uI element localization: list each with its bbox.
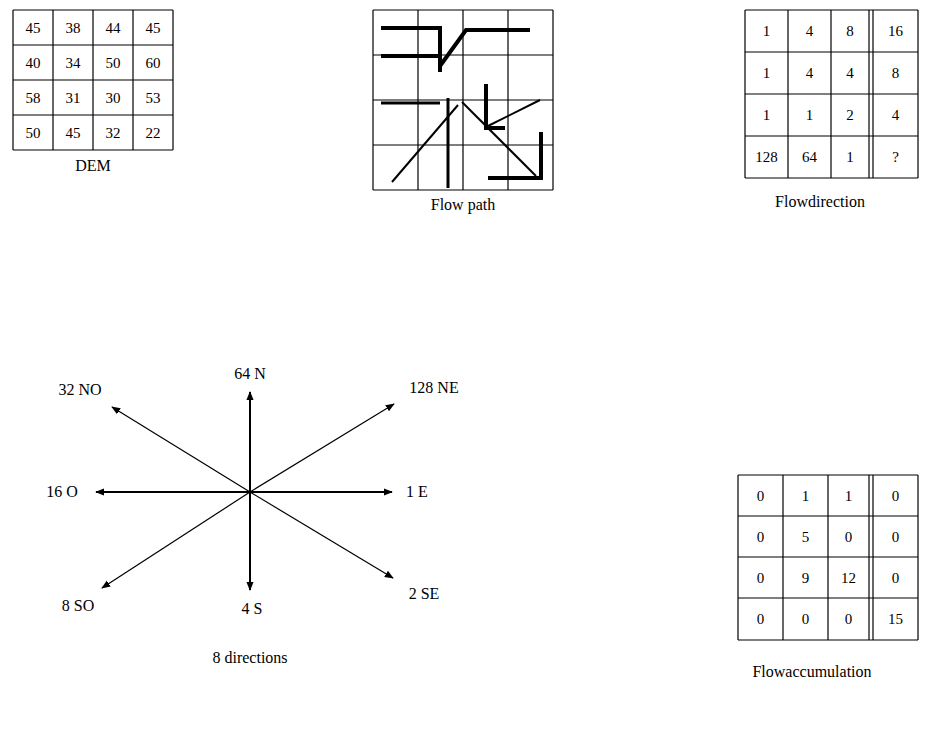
table-cell: 1 xyxy=(763,24,771,39)
table-cell: 50 xyxy=(106,55,121,70)
table-cell: 0 xyxy=(892,570,900,585)
table-cell: 58 xyxy=(26,90,41,105)
table-cell: 60 xyxy=(146,55,161,70)
table-cell: 1 xyxy=(763,66,771,81)
panel-caption: 8 directions xyxy=(212,650,287,666)
table-cell: 45 xyxy=(26,20,41,35)
direction-compass xyxy=(96,392,394,590)
direction-label: 2 SE xyxy=(409,586,440,602)
table-cell: 12 xyxy=(841,570,856,585)
table-cell: 53 xyxy=(146,90,161,105)
table-cell: 1 xyxy=(763,108,771,123)
table-cell: 1 xyxy=(846,150,854,165)
panel-caption: Flowaccumulation xyxy=(752,664,871,680)
table-cell: 64 xyxy=(802,150,817,165)
direction-label: 32 NO xyxy=(58,382,101,398)
table-cell: ? xyxy=(892,150,899,165)
table-cell: 40 xyxy=(26,55,41,70)
table-cell: 0 xyxy=(757,529,765,544)
table-cell: 4 xyxy=(892,108,900,123)
direction-label: 16 O xyxy=(46,484,78,500)
direction-label: 1 E xyxy=(406,484,428,500)
table-cell: 22 xyxy=(146,125,161,140)
grid-path xyxy=(373,10,553,190)
direction-label: 128 NE xyxy=(409,380,458,396)
table-cell: 1 xyxy=(806,108,814,123)
table-cell: 44 xyxy=(106,20,121,35)
table-cell: 0 xyxy=(757,570,765,585)
table-cell: 4 xyxy=(846,66,854,81)
table-cell: 50 xyxy=(26,125,41,140)
table-cell: 5 xyxy=(802,529,810,544)
table-cell: 9 xyxy=(802,570,810,585)
table-cell: 1 xyxy=(845,488,853,503)
table-cell: 45 xyxy=(146,20,161,35)
table-cell: 0 xyxy=(845,612,853,627)
direction-label: 8 SO xyxy=(62,598,94,614)
flow-path-lines xyxy=(381,28,541,188)
table-cell: 34 xyxy=(66,55,81,70)
table-cell: 8 xyxy=(846,24,854,39)
table-cell: 0 xyxy=(845,529,853,544)
table-cell: 15 xyxy=(888,612,903,627)
table-cell: 0 xyxy=(757,612,765,627)
table-cell: 32 xyxy=(106,125,121,140)
panel-caption: Flow path xyxy=(431,197,495,213)
table-cell: 30 xyxy=(106,90,121,105)
panel-caption: Flowdirection xyxy=(775,194,865,210)
grid-dir xyxy=(745,10,918,178)
grid-dem xyxy=(13,10,173,150)
table-cell: 4 xyxy=(806,66,814,81)
table-cell: 2 xyxy=(846,108,854,123)
table-cell: 0 xyxy=(892,488,900,503)
grid-acc xyxy=(738,475,918,640)
table-cell: 128 xyxy=(755,150,778,165)
table-cell: 45 xyxy=(66,125,81,140)
table-cell: 16 xyxy=(888,24,903,39)
table-cell: 1 xyxy=(802,488,810,503)
table-cell: 0 xyxy=(802,612,810,627)
table-cell: 4 xyxy=(806,24,814,39)
table-cell: 0 xyxy=(892,529,900,544)
table-cell: 8 xyxy=(892,66,900,81)
panel-caption: DEM xyxy=(75,158,111,174)
table-cell: 38 xyxy=(66,20,81,35)
table-cell: 0 xyxy=(757,488,765,503)
table-cell: 31 xyxy=(66,90,81,105)
direction-label: 4 S xyxy=(242,601,263,617)
direction-label: 64 N xyxy=(234,366,266,382)
